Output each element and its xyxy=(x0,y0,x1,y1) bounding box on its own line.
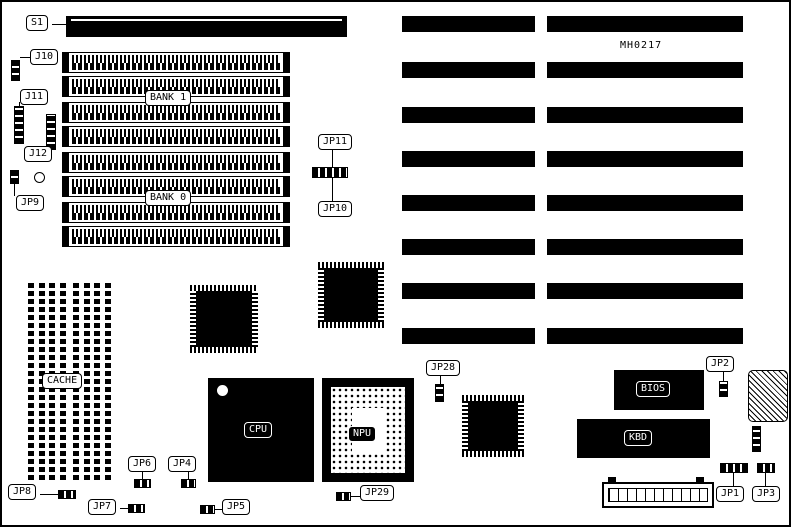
connector-jp7 xyxy=(128,504,145,513)
din-keyboard-connector xyxy=(748,370,788,422)
label-jp5: JP5 xyxy=(222,499,251,515)
label-j11: J11 xyxy=(20,89,49,105)
label-bios: BIOS xyxy=(636,381,671,397)
qfp-chip xyxy=(462,395,524,457)
connector-jp1 xyxy=(720,463,748,473)
isa-slot-segment xyxy=(547,16,743,32)
leader-line xyxy=(19,102,20,107)
isa-slot-segment xyxy=(547,107,743,123)
isa-slot-segment xyxy=(547,151,743,167)
edge-connector xyxy=(752,426,761,452)
connector-jp9 xyxy=(10,170,19,184)
label-s1: S1 xyxy=(26,15,49,31)
connector-jp28 xyxy=(435,384,444,402)
leader-line xyxy=(52,24,66,25)
label-jp3: JP3 xyxy=(752,486,781,502)
label-jp6: JP6 xyxy=(128,456,157,472)
label-bank1: BANK 1 xyxy=(145,90,192,106)
label-bank0: BANK 0 xyxy=(145,190,192,206)
label-jp10: JP10 xyxy=(318,201,353,217)
power-connector-pins xyxy=(608,488,708,502)
simm-socket xyxy=(62,152,290,173)
connector-j12 xyxy=(46,114,56,150)
isa-slot-segment xyxy=(402,151,535,167)
qfp-chip xyxy=(190,285,258,353)
label-jp29: JP29 xyxy=(360,485,395,501)
leader-line xyxy=(20,57,30,58)
dip-switch-s1 xyxy=(66,16,347,37)
connector-j11 xyxy=(14,106,24,144)
isa-slot-segment xyxy=(402,328,535,344)
label-npu: NPU xyxy=(348,426,377,442)
leader-line xyxy=(40,494,58,495)
label-jp2: JP2 xyxy=(706,356,735,372)
isa-slot-segment xyxy=(547,328,743,344)
connector-jp5 xyxy=(200,505,215,514)
label-j12: J12 xyxy=(24,146,53,162)
connector-jp11-jp10 xyxy=(312,167,348,178)
label-cache: CACHE xyxy=(42,373,83,389)
leader-line xyxy=(142,471,143,479)
isa-slot-segment xyxy=(402,62,535,78)
isa-slot-segment xyxy=(402,16,535,32)
leader-line xyxy=(733,473,734,486)
isa-slot-segment xyxy=(547,283,743,299)
label-cpu: CPU xyxy=(244,422,273,438)
isa-slot-segment xyxy=(547,62,743,78)
isa-slot-segment xyxy=(547,195,743,211)
label-jp8: JP8 xyxy=(8,484,37,500)
label-jp1: JP1 xyxy=(716,486,745,502)
label-j10: J10 xyxy=(30,49,59,65)
cache-chip-column xyxy=(94,283,111,480)
isa-slot-segment xyxy=(402,239,535,255)
connector-jp6 xyxy=(134,479,151,488)
connector-jp2 xyxy=(719,381,728,397)
leader-line xyxy=(351,496,360,497)
label-jp28: JP28 xyxy=(426,360,461,376)
leader-line xyxy=(440,375,441,385)
qfp-chip xyxy=(318,262,384,328)
connector-jp8 xyxy=(58,490,76,499)
leader-line xyxy=(765,473,766,486)
isa-slot-segment xyxy=(547,239,743,255)
power-tab xyxy=(608,477,616,483)
label-jp7: JP7 xyxy=(88,499,117,515)
simm-socket xyxy=(62,52,290,73)
connector-j10 xyxy=(11,60,20,81)
leader-line xyxy=(332,178,333,201)
connector-jp4 xyxy=(181,479,196,488)
label-jp11: JP11 xyxy=(318,134,353,150)
leader-line xyxy=(723,371,724,382)
part-number: MH0217 xyxy=(620,40,663,51)
isa-slot-segment xyxy=(402,283,535,299)
leader-line xyxy=(188,471,189,479)
cache-chip-column xyxy=(28,283,45,480)
label-kbd: KBD xyxy=(624,430,653,446)
leader-line xyxy=(14,183,15,196)
simm-socket xyxy=(62,226,290,247)
connector-jp3 xyxy=(757,463,775,473)
mounting-hole xyxy=(34,172,45,183)
connector-jp29 xyxy=(336,492,351,501)
isa-slot-segment xyxy=(402,195,535,211)
label-jp9: JP9 xyxy=(16,195,45,211)
label-jp4: JP4 xyxy=(168,456,197,472)
simm-socket xyxy=(62,126,290,147)
power-connector xyxy=(602,482,714,508)
power-tab xyxy=(696,477,704,483)
leader-line xyxy=(332,149,333,167)
isa-slot-segment xyxy=(402,107,535,123)
leader-line xyxy=(120,508,128,509)
leader-line xyxy=(215,509,222,510)
